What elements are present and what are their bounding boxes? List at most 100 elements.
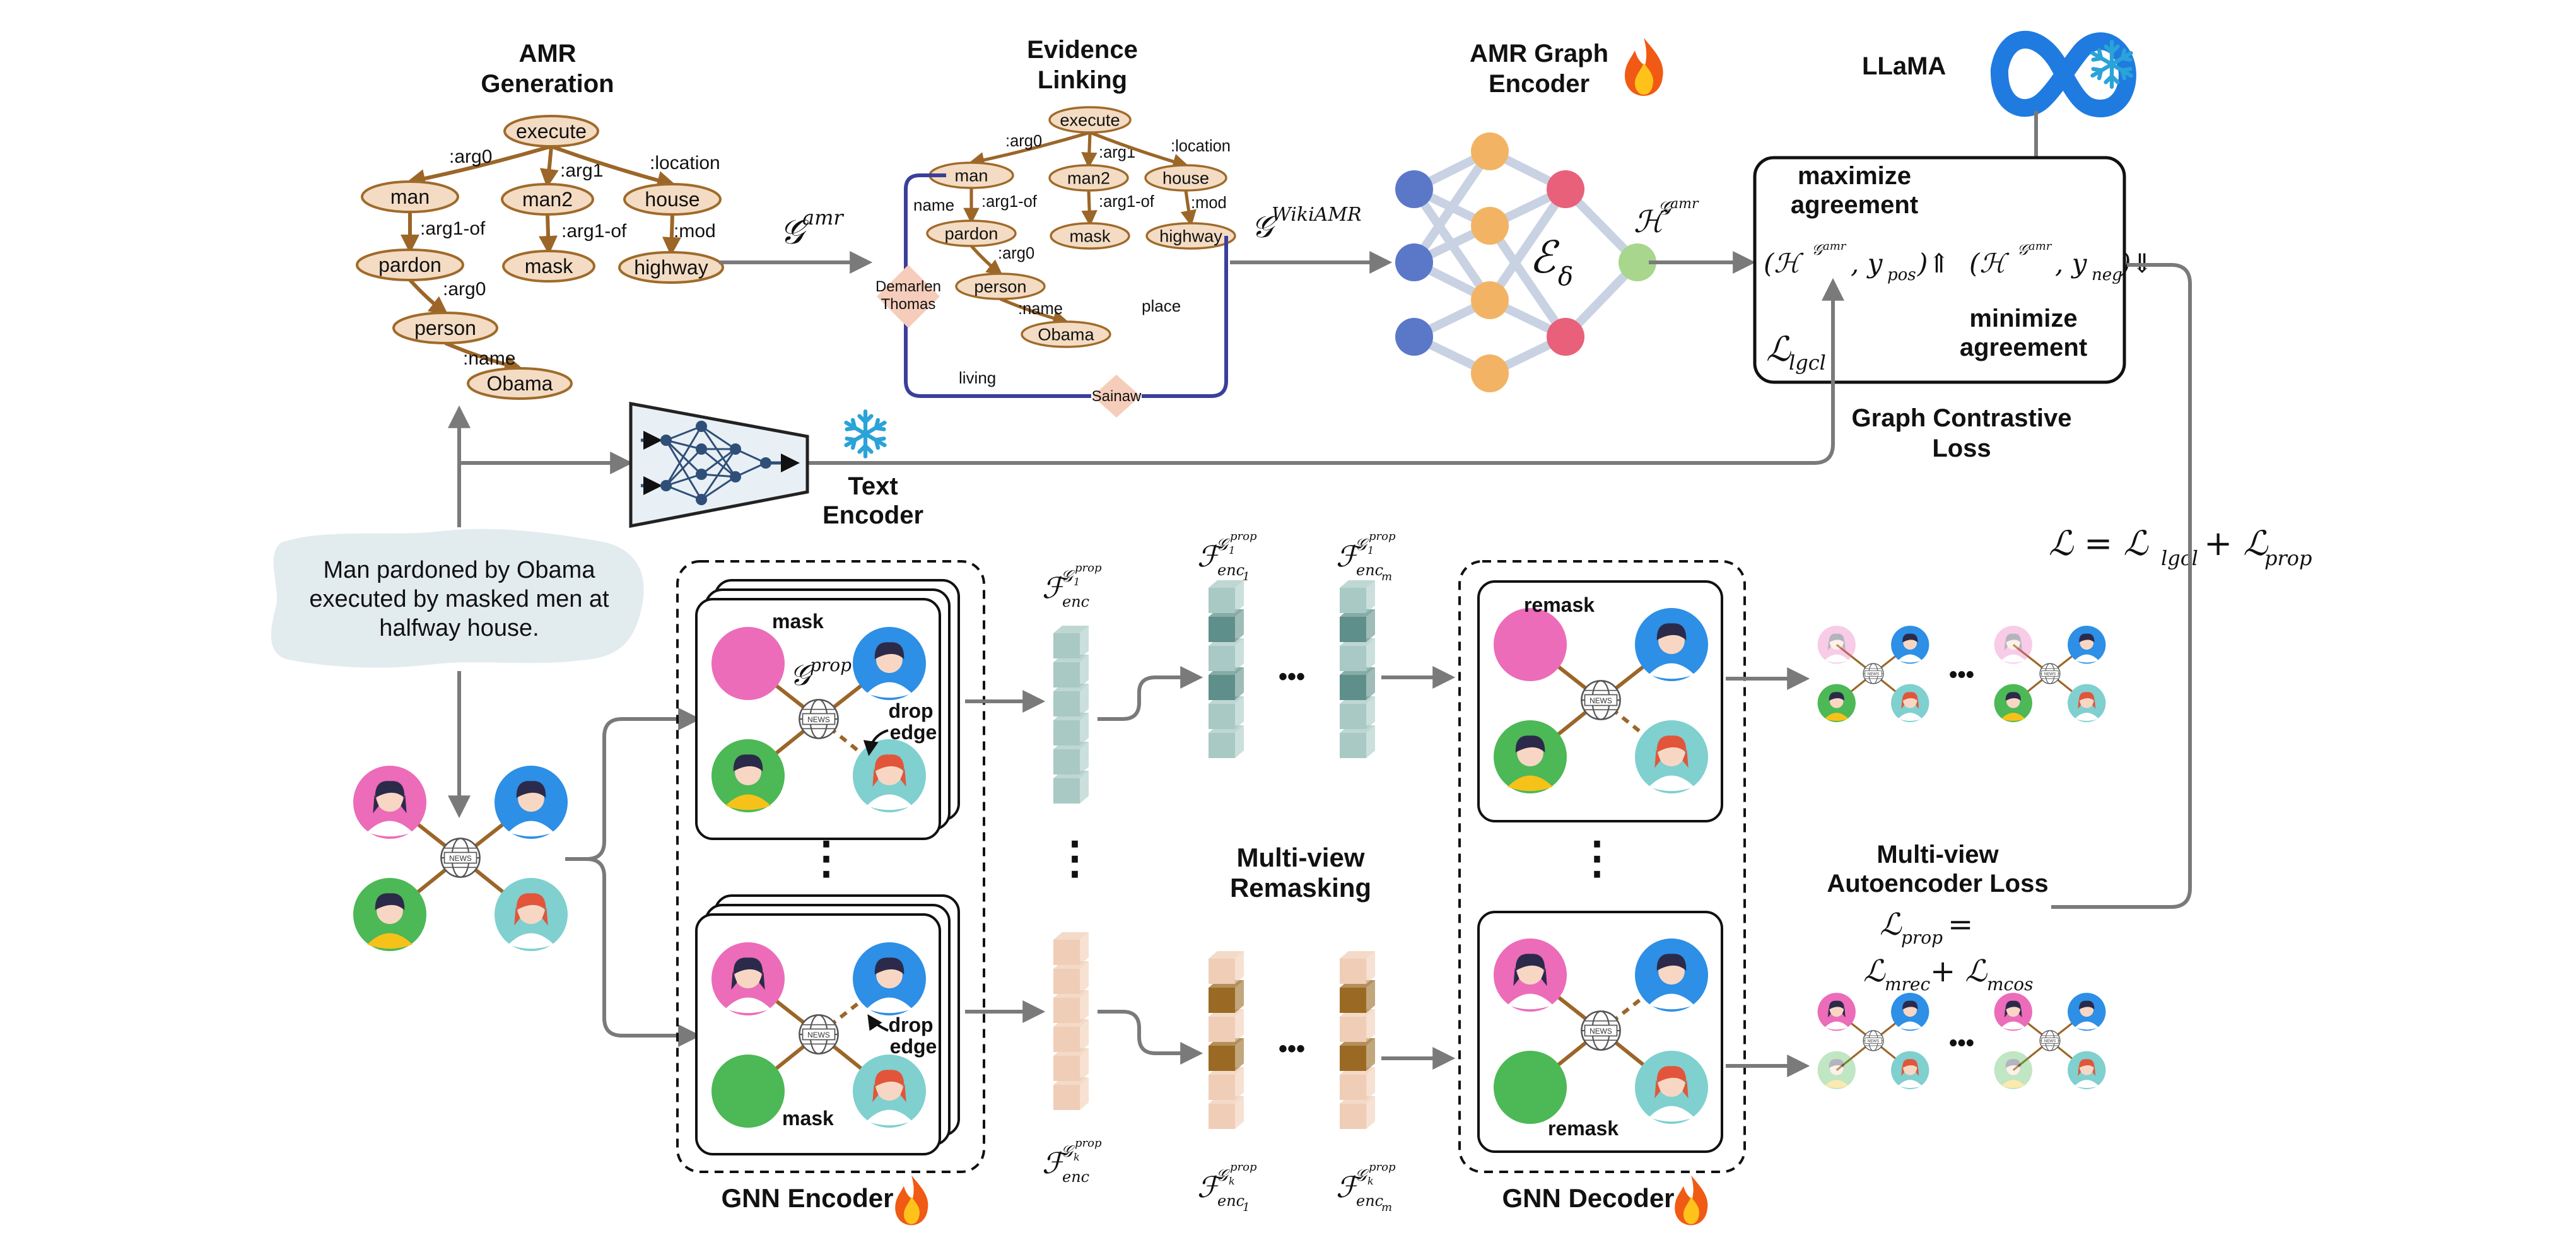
amr-node: Obama [467,367,573,400]
evidence-edge [970,245,1004,276]
news-globe-icon [2039,663,2061,684]
person-avatar-icon [1994,626,2032,664]
gnn-edge [1410,187,1494,303]
person-avatar-icon [1635,938,1708,1012]
svg-text:prop: prop [1075,561,1102,575]
svg-text:1: 1 [1243,570,1250,583]
svg-text:man: man [390,185,430,208]
encoder-delta-label: ℰ δ [1529,231,1573,291]
svg-text:execute: execute [516,120,587,143]
gnn-encoder-label: GNN Encoder [721,1183,893,1213]
g-wikiamr-label: 𝒢 WikiAMR [1251,204,1362,245]
svg-text:m: m [1381,570,1392,583]
svg-text:prop: prop [1230,1161,1257,1174]
person-avatar-icon [1817,993,1856,1031]
evidence-edge [1089,131,1189,170]
svg-text:, y: , y [1851,248,1883,279]
amr-graph-encoder-line1: AMR Graph [1470,40,1608,67]
person-avatar-icon [711,942,785,1015]
svg-text:lgcl: lgcl [1789,351,1826,375]
gnn-node [1395,170,1433,208]
amr-generation-line2: Generation [481,70,614,98]
encoder-inner-vdots: ⋮ [804,833,848,882]
person-avatar-icon [495,878,568,951]
gnn-node [1471,354,1509,392]
svg-text:lgcl: lgcl [2161,546,2198,570]
svg-text:enc: enc [1217,1192,1244,1210]
input-text-line1: Man pardoned by Obama [324,557,596,583]
evidence-node: man2 [1048,164,1129,192]
evidence-edge [968,131,1091,168]
svg-text:prop: prop [1369,530,1396,543]
gnn-node [1471,207,1509,245]
amr-edge-label: :name [463,348,515,369]
output-ellipsis: ••• [1949,662,1974,688]
svg-text:ℒ: ℒ [1863,954,1886,989]
svg-text:+ ℒ: + ℒ [2204,523,2268,563]
amr-node: pardon [356,248,464,281]
feature-stack-enc-1 [1053,626,1089,804]
svg-text:neg: neg [2092,266,2122,284]
person-avatar-icon [1494,938,1567,1012]
gnn-node [1547,170,1584,208]
amr-node: man2 [501,183,594,216]
amr-edge-label: :arg1-of [420,218,486,239]
text-encoder-block [629,401,809,529]
news-globe-icon [2039,1030,2061,1051]
amr-tree: :arg0:arg1:location:arg1-of:arg1-of:mod:… [356,115,724,400]
masked-node [1494,608,1567,681]
svg-text:δ: δ [1558,262,1573,291]
maximize-line1: maximize [1798,162,1911,190]
svg-text:person: person [414,317,476,339]
svg-text:pardon: pardon [378,254,442,276]
remask-label: remask [1548,1117,1619,1140]
evidence-edge-label: :arg1-of [981,193,1038,211]
svg-text:house: house [1162,168,1209,187]
news-globe-icon [440,838,481,878]
amr-graph-encoder-network [1395,132,1656,392]
person-avatar-icon [853,942,926,1015]
person-avatar-icon [2068,1051,2106,1089]
person-avatar-icon [711,739,785,812]
person-avatar-icon [1817,626,1856,664]
evidence-edge [1180,190,1197,227]
svg-text:ℒ: ℒ [1766,329,1791,369]
person-avatar-icon [2068,684,2106,722]
evidence-edge-label: :arg1-of [1099,193,1155,211]
evidence-linking-title: Evidence Linking [1027,36,1138,94]
reconstructed-graphs: •••••• [1817,626,2106,1089]
person-avatar-icon [1635,1051,1708,1124]
decoder-view-1: remask [1477,580,1723,822]
negative-pair-expr: (ℋ 𝒢 amr , y neg )⇓ [1969,240,2153,284]
svg-text:man2: man2 [1067,168,1110,187]
svg-text:m: m [1381,1201,1392,1214]
feature-ellipsis: ••• [1279,663,1305,691]
person-avatar-icon [2068,993,2106,1031]
l-mrec-mcos-expr: ℒ mrec + ℒ mcos [1863,954,2033,995]
evidence-linking-line1: Evidence [1027,36,1138,64]
amr-edge-label: :arg1-of [561,221,627,242]
svg-text:WikiAMR: WikiAMR [1272,204,1362,226]
amr-node: execute [503,115,599,148]
evidence-linking-line2: Linking [1038,66,1127,94]
svg-text:𝒢: 𝒢 [1355,535,1369,554]
svg-text:+ ℒ: + ℒ [1930,954,1988,989]
person-avatar-icon [1891,1051,1929,1089]
svg-text:mrec: mrec [1885,974,1931,995]
svg-text:(ℋ: (ℋ [1764,248,1804,279]
gnn-decoder-fire-icon [1675,1175,1708,1225]
svg-text:Obama: Obama [1038,324,1094,344]
text-encoder-snowflake-icon [846,411,885,456]
arrow-feat1-to-remask [1098,666,1203,721]
svg-text:prop: prop [1230,530,1257,543]
evidence-node: house [1144,164,1227,192]
svg-text:pos: pos [1887,266,1916,284]
maximize-line2: agreement [1791,191,1918,219]
amr-edge [444,341,524,374]
amr-edge-label: :location [650,153,720,173]
input-text-cloud [271,529,644,668]
